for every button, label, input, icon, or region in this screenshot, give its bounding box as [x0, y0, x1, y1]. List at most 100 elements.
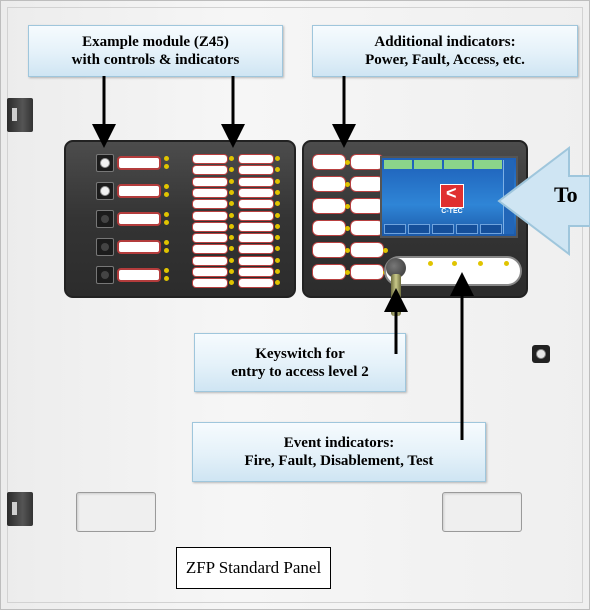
led-indicator: [275, 156, 280, 161]
zone-label: [238, 165, 274, 176]
led-indicator: [275, 201, 280, 207]
zone-label: [238, 187, 274, 198]
keyswitch-knob: [386, 258, 406, 278]
zone-label: [192, 267, 228, 277]
callout-event-indicators: Event indicators: Fire, Fault, Disableme…: [192, 422, 486, 482]
led-indicator: [164, 248, 169, 253]
led-indicator: [345, 270, 350, 275]
led-indicator: [229, 156, 234, 161]
zone-label: [192, 244, 228, 255]
led-indicator: [229, 257, 234, 263]
led-indicator: [164, 212, 169, 217]
control-label: [117, 156, 161, 170]
key-icon[interactable]: [96, 210, 114, 228]
led-indicator: [275, 178, 280, 184]
zone-label: [238, 221, 274, 232]
touchscreen-arrow-icon: [497, 146, 590, 256]
led-indicator: [452, 261, 457, 266]
key-icon[interactable]: [96, 154, 114, 172]
zone-label: [192, 199, 228, 210]
led-indicator: [275, 257, 280, 263]
zone-label: [192, 165, 228, 176]
zone-label: [192, 187, 228, 198]
led-indicator: [383, 248, 388, 253]
led-indicator: [164, 164, 169, 169]
led-indicator: [345, 182, 350, 187]
callout-line: Event indicators:: [283, 435, 395, 451]
led-indicator: [345, 160, 350, 165]
zone-label: [238, 233, 274, 244]
led-indicator: [428, 261, 433, 266]
led-indicator: [345, 226, 350, 231]
zone-label: [238, 267, 274, 277]
callout-line: entry to access level 2: [231, 363, 369, 380]
callout-example-module: Example module (Z45) with controls & ind…: [28, 25, 283, 77]
touchscreen-callout-text: To: [554, 182, 578, 207]
led-indicator: [275, 167, 280, 173]
panel-name-label: ZFP Standard Panel: [176, 547, 331, 589]
led-indicator: [164, 240, 169, 245]
zone-label: [192, 233, 228, 244]
door-hinge-icon: [7, 492, 33, 526]
control-row[interactable]: [96, 238, 169, 256]
led-indicator: [275, 223, 280, 229]
led-indicator: [275, 235, 280, 241]
door-cutout: [442, 492, 522, 532]
zone-label: [238, 255, 274, 266]
led-indicator: [275, 269, 280, 274]
callout-keyswitch: Keyswitch for entry to access level 2: [194, 333, 406, 392]
led-indicator: [164, 268, 169, 273]
zone-label: [192, 255, 228, 266]
lock-icon[interactable]: [532, 345, 550, 363]
led-indicator: [164, 220, 169, 225]
callout-additional-indicators: Additional indicators: Power, Fault, Acc…: [312, 25, 578, 77]
zone-label: [238, 278, 274, 289]
zone-label: [238, 244, 274, 255]
zone-label: [192, 154, 228, 164]
led-indicator: [229, 246, 234, 252]
led-indicator: [275, 280, 280, 286]
zone-label: [192, 210, 228, 221]
cabinet-door: [7, 7, 583, 603]
led-indicator: [504, 261, 509, 266]
callout-line: Example module (Z45): [82, 34, 229, 50]
control-label: [117, 268, 161, 282]
led-indicator: [229, 189, 234, 195]
key-icon[interactable]: [96, 266, 114, 284]
screen-button-bar[interactable]: [384, 224, 502, 234]
led-indicator: [345, 248, 350, 253]
c-tec-logo-icon: [440, 183, 464, 208]
led-indicator: [229, 178, 234, 184]
door-cutout: [76, 492, 156, 532]
callout-line: Power, Fault, Access, etc.: [365, 52, 525, 68]
zone-label: [238, 210, 274, 221]
led-indicator: [164, 276, 169, 281]
led-indicator: [345, 204, 350, 209]
led-indicator: [164, 156, 169, 161]
door-hinge-icon: [7, 98, 33, 132]
control-row[interactable]: [96, 182, 169, 200]
led-indicator: [229, 223, 234, 229]
control-row[interactable]: [96, 266, 169, 284]
callout-line: Keyswitch for: [255, 345, 345, 362]
zone-label: [192, 278, 228, 289]
callout-line: Fire, Fault, Disablement, Test: [244, 453, 434, 469]
control-row[interactable]: [96, 154, 169, 172]
screen-tab-bar: [384, 160, 502, 169]
led-indicator: [164, 184, 169, 189]
zone-label: [238, 199, 274, 210]
key-icon[interactable]: [96, 238, 114, 256]
control-label: [117, 240, 161, 254]
callout-line: with controls & indicators: [71, 52, 240, 68]
example-module-z45: [64, 140, 296, 298]
led-indicator: [229, 280, 234, 286]
led-indicator: [229, 269, 234, 274]
control-row[interactable]: [96, 210, 169, 228]
led-indicator: [275, 246, 280, 252]
callout-line: Additional indicators:: [374, 34, 516, 50]
screen-logo-text: C-TEC: [441, 208, 463, 215]
led-indicator: [478, 261, 483, 266]
key-icon[interactable]: [96, 182, 114, 200]
led-indicator: [164, 192, 169, 197]
